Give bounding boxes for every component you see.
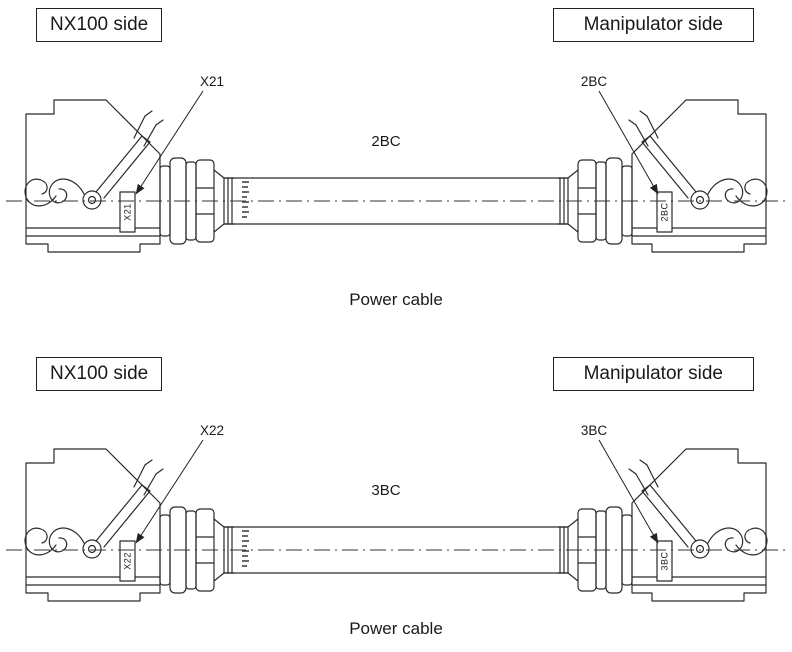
cable-center-label: 2BC	[371, 133, 400, 150]
left-connector-callout: X21	[200, 74, 224, 89]
right-connector-callout: 2BC	[581, 74, 608, 89]
cable-drawing-3bc: X22 3BC X22 3BC 3BC	[6, 423, 786, 602]
left-connector-tag: X21	[123, 203, 133, 221]
left-connector-tag: X22	[123, 552, 133, 570]
right-callout-leader-line	[598, 90, 659, 195]
side-labels-row: NX100 side Manipulator side	[0, 8, 792, 42]
right-connector-callout: 3BC	[581, 423, 608, 438]
caption: Power cable	[349, 289, 443, 309]
power-cable-diagram-3bc: NX100 side Manipulator side X22 3BC X22 …	[0, 357, 792, 640]
nx100-side-label: NX100 side	[36, 8, 163, 42]
manipulator-side-label: Manipulator side	[552, 8, 754, 42]
left-connector-drawing	[24, 448, 235, 602]
right-connector-drawing	[557, 99, 768, 253]
left-callout-leader-line	[135, 439, 204, 544]
caption: Power cable	[349, 619, 443, 639]
left-connector-callout: X22	[200, 423, 224, 438]
side-labels-row: NX100 side Manipulator side	[0, 357, 792, 392]
left-callout-leader-line	[135, 90, 204, 195]
cable-drawing-2bc: X21 2BC X21 2BC 2BC	[6, 74, 786, 253]
cable-print-marking	[242, 530, 249, 567]
manipulator-side-label: Manipulator side	[552, 357, 754, 392]
nx100-side-label: NX100 side	[36, 357, 163, 392]
right-connector-tag: 2BC	[660, 202, 670, 221]
right-connector-tag: 3BC	[660, 552, 670, 571]
right-connector-drawing	[557, 448, 768, 602]
cable-print-marking	[242, 180, 249, 218]
right-callout-leader-line	[598, 439, 659, 544]
left-connector-drawing	[24, 99, 235, 253]
cable-center-label: 3BC	[371, 482, 400, 499]
power-cable-diagram-2bc: NX100 side Manipulator side X21 2BC X21 …	[0, 8, 792, 311]
